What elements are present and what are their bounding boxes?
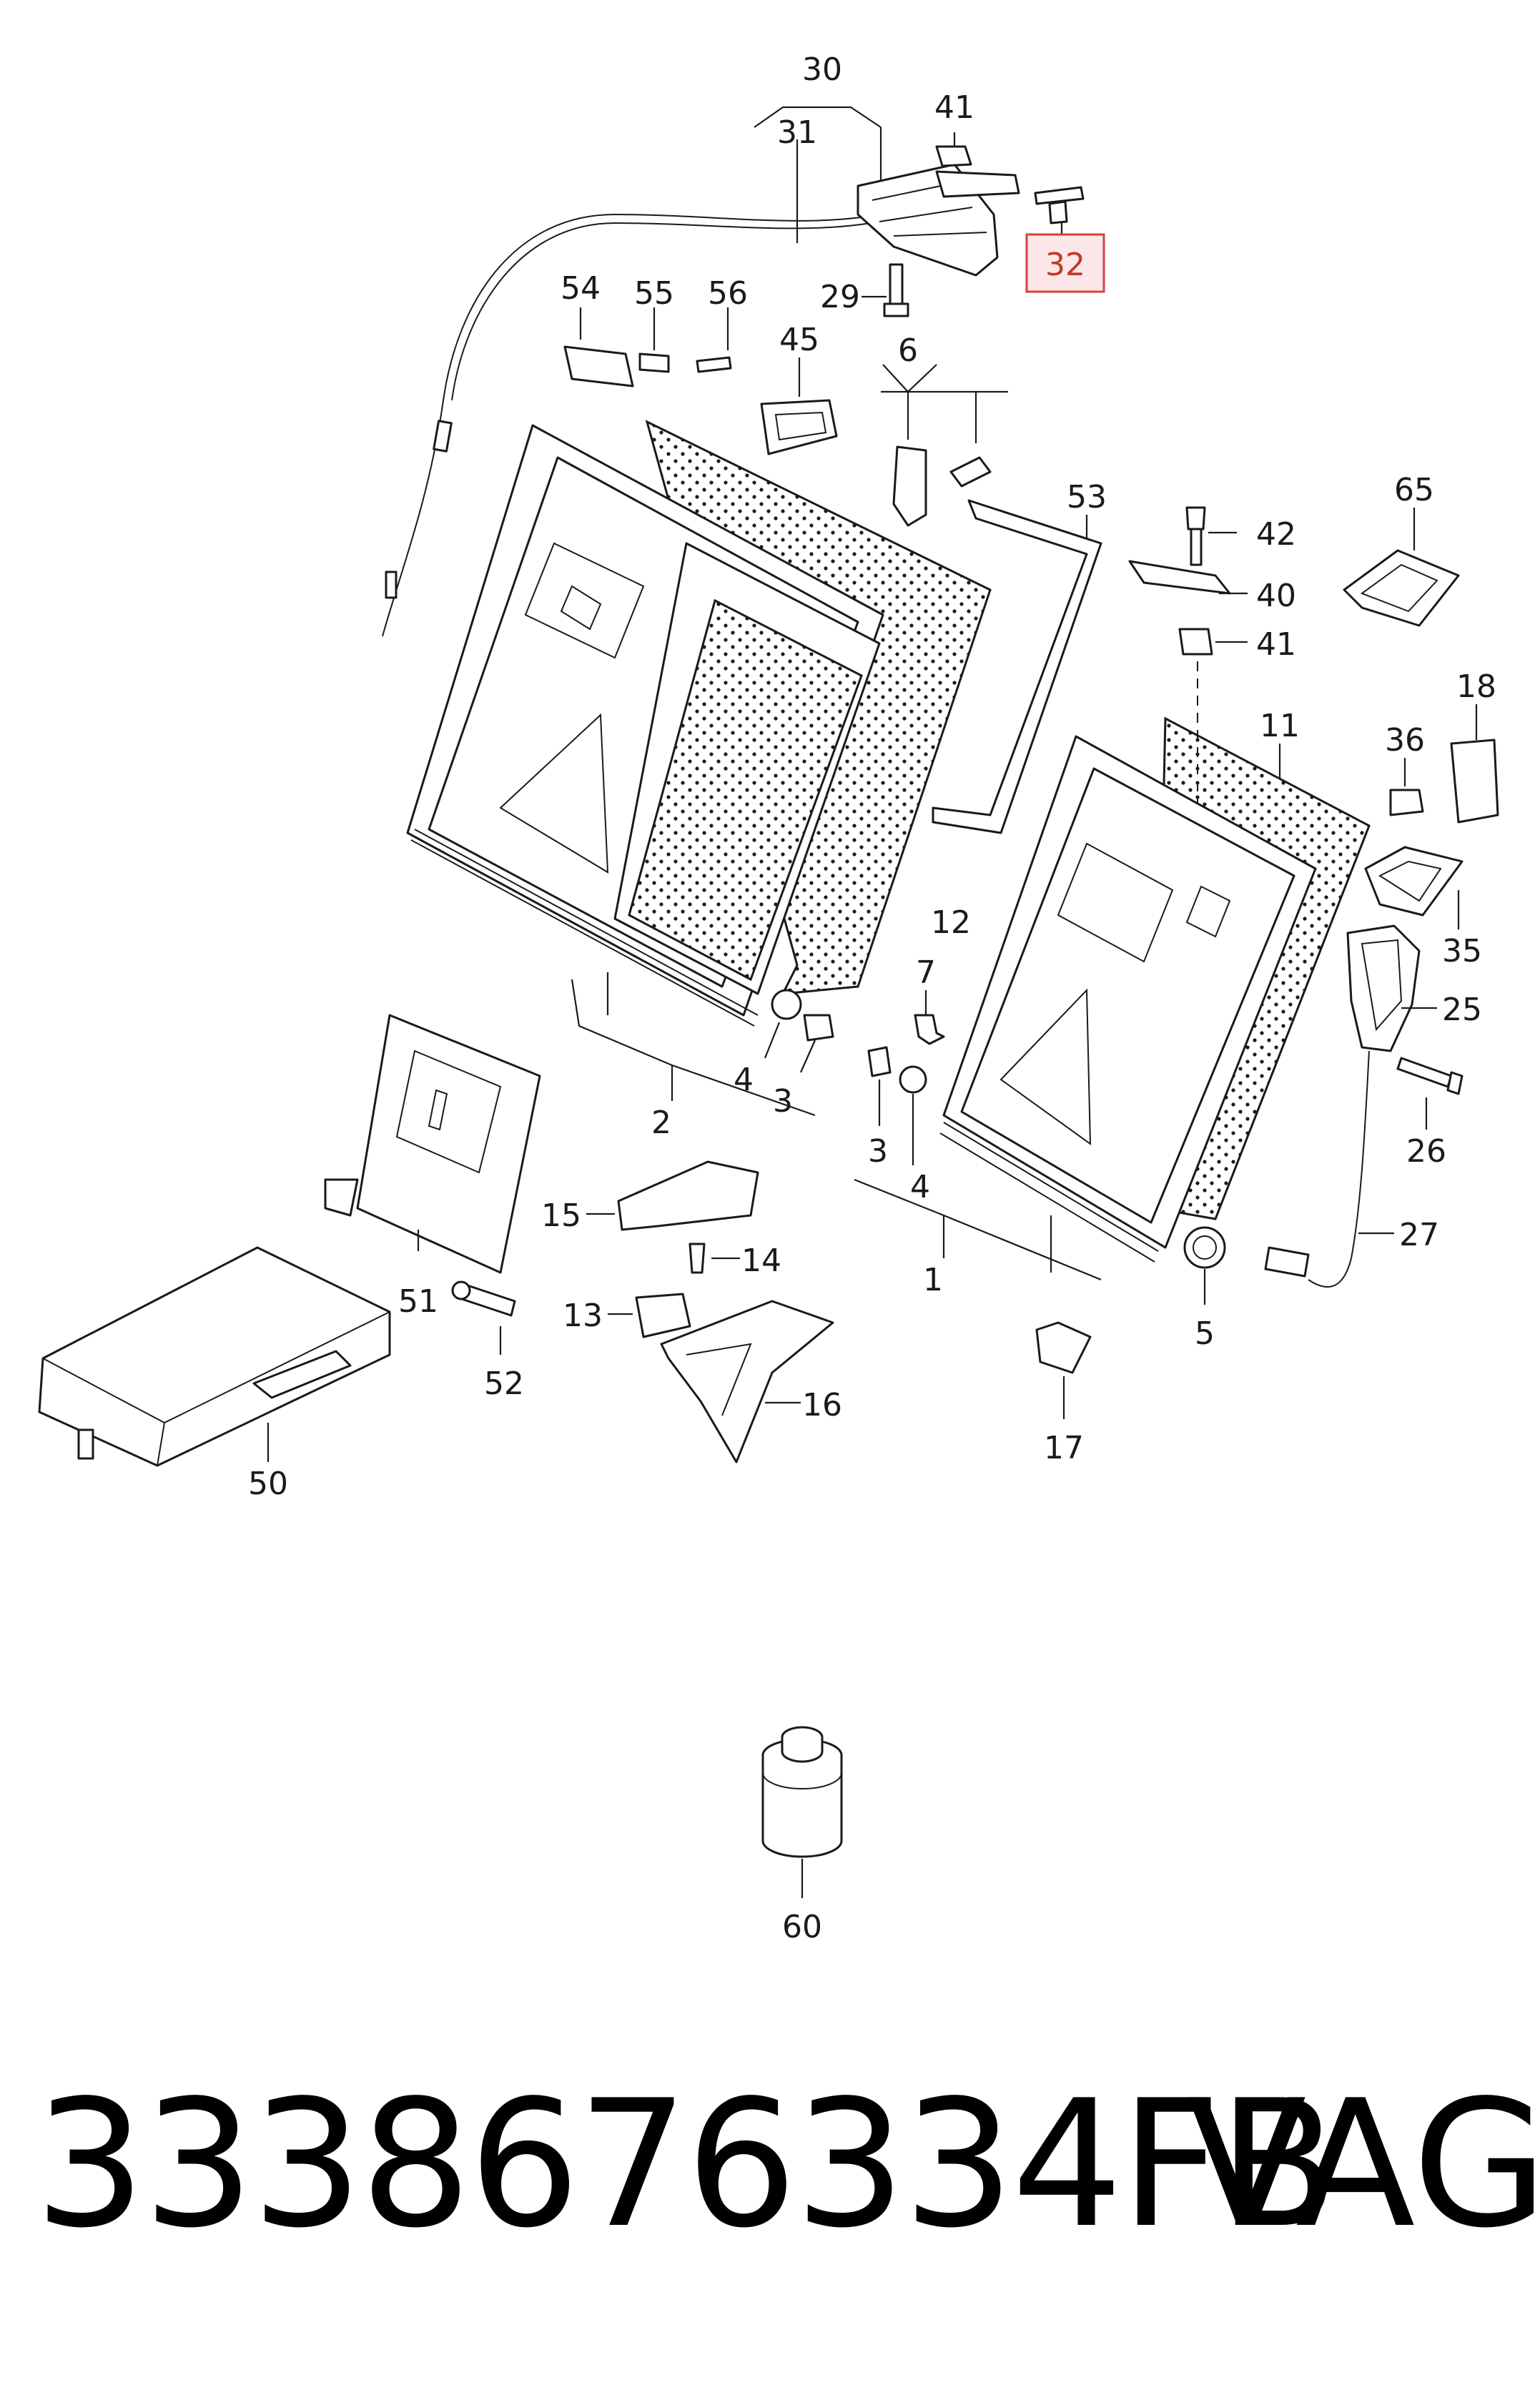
label-4-right: 4 <box>910 1169 930 1205</box>
label-7: 7 <box>916 954 936 991</box>
label-13: 13 <box>563 1298 603 1334</box>
part-labels: 30 31 41 32 29 54 55 56 45 6 53 42 40 41… <box>248 51 1496 1945</box>
screw-52 <box>451 1280 516 1355</box>
label-54: 54 <box>561 270 601 307</box>
label-17: 17 <box>1044 1430 1084 1466</box>
label-60: 60 <box>782 1909 822 1945</box>
part-65 <box>1343 508 1460 627</box>
brand-text: VAG <box>1187 2063 1540 2266</box>
label-32: 32 <box>1045 247 1085 283</box>
backrest-frame-right <box>939 716 1371 1263</box>
clip-41-top <box>935 132 972 167</box>
parts-15-14-13-16 <box>586 1160 834 1463</box>
label-52: 52 <box>484 1366 524 1402</box>
hinge-25 <box>1346 924 1437 1052</box>
armrest-bracket-51 <box>324 1014 541 1274</box>
label-55: 55 <box>634 275 674 312</box>
screw-26 <box>1396 1057 1464 1130</box>
label-14: 14 <box>741 1243 781 1279</box>
label-3-right: 3 <box>868 1133 888 1170</box>
armrest-50 <box>38 1246 391 1467</box>
label-5: 5 <box>1195 1315 1215 1352</box>
label-1: 1 <box>923 1262 943 1298</box>
label-35: 35 <box>1442 933 1482 969</box>
label-6: 6 <box>898 332 918 369</box>
label-41: 41 <box>1256 626 1296 663</box>
label-65: 65 <box>1394 472 1434 508</box>
label-30: 30 <box>802 51 842 88</box>
part-number-text: 3338676334FB <box>34 2063 1338 2266</box>
label-53: 53 <box>1067 479 1107 515</box>
bottle-60 <box>761 1726 843 1898</box>
backrest-frame-left <box>406 420 992 1027</box>
bracket-6 <box>881 364 1008 527</box>
label-16: 16 <box>802 1387 842 1423</box>
label-27: 27 <box>1399 1217 1439 1253</box>
release-cable-assembly <box>382 106 1020 637</box>
grouping-braces <box>571 972 1102 1281</box>
part-35 <box>1364 846 1464 929</box>
part-45 <box>760 357 838 455</box>
label-31: 31 <box>777 114 817 151</box>
clip-32 <box>1025 186 1105 293</box>
label-18: 18 <box>1456 668 1496 705</box>
parts-42-40-41 <box>1128 506 1248 815</box>
cable-27 <box>1264 1050 1394 1288</box>
label-45: 45 <box>779 322 819 358</box>
parts-54-55-56 <box>563 307 732 387</box>
label-11: 11 <box>1260 708 1300 744</box>
frame-53 <box>932 499 1102 834</box>
fasteners-3-4-7-5 <box>764 989 1226 1305</box>
label-12: 12 <box>931 904 971 941</box>
label-25: 25 <box>1442 992 1482 1028</box>
screw-29 <box>862 263 909 317</box>
label-26: 26 <box>1406 1133 1446 1170</box>
label-41-top: 41 <box>934 89 974 126</box>
label-36: 36 <box>1385 722 1425 759</box>
label-51: 51 <box>398 1283 438 1320</box>
part-17 <box>1035 1321 1092 1419</box>
label-4-left: 4 <box>734 1062 754 1098</box>
label-3-left: 3 <box>773 1083 793 1120</box>
parts-36-18 <box>1389 704 1499 824</box>
label-42: 42 <box>1256 516 1296 553</box>
label-40: 40 <box>1256 578 1296 614</box>
label-56: 56 <box>708 275 748 312</box>
label-2: 2 <box>651 1105 671 1141</box>
label-50: 50 <box>248 1466 288 1502</box>
label-15: 15 <box>541 1198 581 1234</box>
label-29: 29 <box>820 279 860 315</box>
